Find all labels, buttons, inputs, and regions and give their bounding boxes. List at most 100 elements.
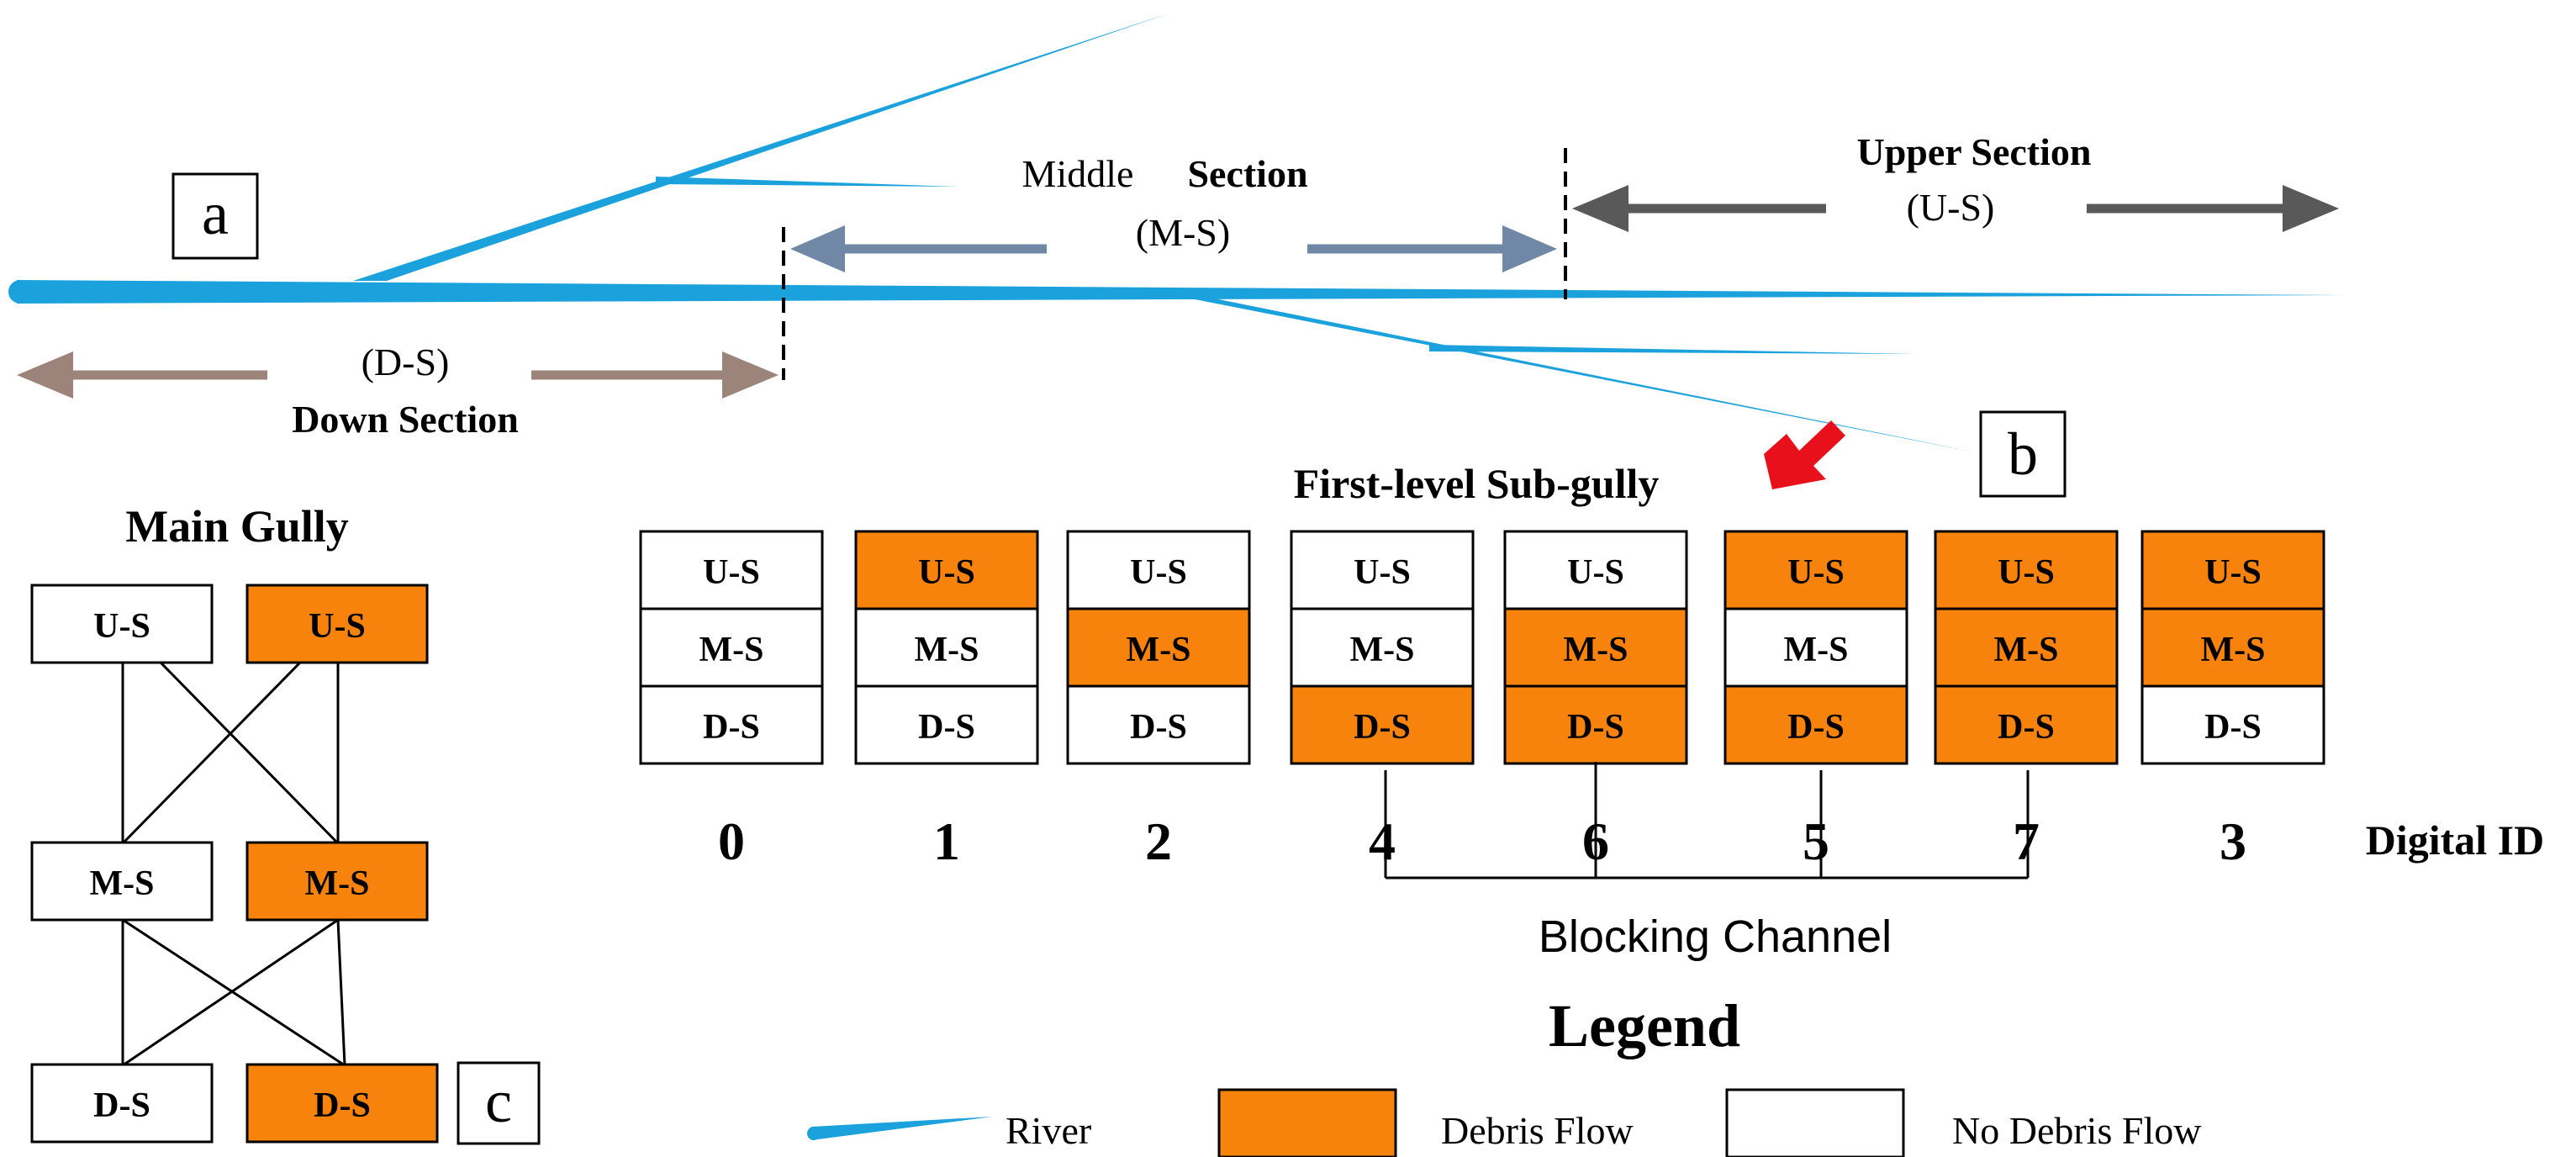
main-gully-cell-label: U-S xyxy=(309,607,366,646)
river-mouth xyxy=(8,280,32,304)
digital-id-value: 0 xyxy=(718,811,745,871)
blocking-channel-bracket xyxy=(1384,762,2030,880)
legend-debris-swatch xyxy=(1217,1088,1397,1157)
section-cell-d-s xyxy=(1934,684,2119,765)
section-cell-label: M-S xyxy=(1564,631,1628,669)
section-cell-label: U-S xyxy=(1787,553,1845,592)
main-gully-right-m-s: M-S xyxy=(245,841,429,922)
sub-gully-column-4: U-SM-SD-S xyxy=(1290,530,1475,765)
section-cell-label: M-S xyxy=(1127,631,1191,669)
middle-section-word2: Section xyxy=(1187,152,1307,195)
panel-c-box xyxy=(457,1061,541,1145)
section-cell-label: D-S xyxy=(2204,708,2262,747)
river-upper-tributary xyxy=(353,13,1169,281)
legend-none-swatch xyxy=(1725,1088,1905,1157)
digital-id-value: 3 xyxy=(2220,811,2246,871)
section-cell-u-s xyxy=(1934,530,2119,610)
section-cell-u-s xyxy=(639,530,824,610)
connector-ms-ds-right xyxy=(336,919,346,1066)
upper-arrow-left-head xyxy=(1572,185,1628,232)
panel-a-label: a xyxy=(202,180,229,247)
upper-arrow-right-head xyxy=(2283,185,2339,232)
digital-id-value: 1 xyxy=(933,811,960,871)
section-cell-u-s xyxy=(854,530,1039,610)
main-gully-left-u-s: U-S xyxy=(30,584,214,664)
section-cell-d-s xyxy=(854,684,1039,765)
section-cell-label: D-S xyxy=(918,708,975,747)
section-cell-m-s xyxy=(639,607,824,688)
main-gully-cell-label: M-S xyxy=(305,864,370,903)
river-lower-branch xyxy=(1429,345,1917,354)
digital-id-value: 5 xyxy=(1803,811,1829,871)
section-cell-label: U-S xyxy=(2204,553,2262,592)
section-cell-label: U-S xyxy=(918,553,975,592)
main-gully-left-d-s: D-S xyxy=(30,1063,214,1144)
down-section-label: Down Section xyxy=(292,398,519,441)
sub-gully-title: First-level Sub-gully xyxy=(1294,460,1660,507)
sub-gully-column-2: U-SM-SD-S xyxy=(1066,530,1251,765)
legend-river-label: River xyxy=(1006,1109,1091,1152)
section-cell-label: M-S xyxy=(699,631,764,669)
section-cell-d-s xyxy=(639,684,824,765)
section-cell-m-s xyxy=(1066,607,1251,688)
main-gully-title: Main Gully xyxy=(125,501,349,552)
section-cell-m-s xyxy=(854,607,1039,688)
panel-b-box xyxy=(1979,410,2067,498)
main-gully-boxes: U-SM-SD-SU-SM-SD-S xyxy=(30,584,439,1144)
section-cell-label: U-S xyxy=(1130,553,1187,592)
panel-a-box xyxy=(172,172,259,260)
legend-none-label: No Debris Flow xyxy=(1952,1109,2202,1152)
legend-river-swatch xyxy=(811,1117,992,1140)
digital-id-value: 6 xyxy=(1582,811,1609,871)
upper-section-label: Upper Section xyxy=(1857,130,2092,173)
section-cell-m-s xyxy=(1723,607,1908,688)
section-cell-m-s xyxy=(1290,607,1475,688)
middle-section-word1: Middle xyxy=(1022,152,1134,195)
section-cell-u-s xyxy=(1066,530,1251,610)
down-arrow-right-head xyxy=(722,351,779,399)
section-cell-d-s xyxy=(1290,684,1475,765)
middle-section-abbr: (M-S) xyxy=(1136,211,1230,254)
section-cell-label: M-S xyxy=(2201,631,2266,669)
section-cell-d-s xyxy=(2141,684,2325,765)
section-cell-u-s xyxy=(1723,530,1908,610)
middle-arrow-left-head xyxy=(790,225,845,272)
digital-id-label: Digital ID xyxy=(2366,816,2545,864)
main-gully-cell-label: D-S xyxy=(93,1086,150,1125)
main-gully-cell xyxy=(30,584,214,664)
section-cell-label: D-S xyxy=(703,708,760,747)
main-gully-connectors xyxy=(121,622,346,1067)
section-cell-label: U-S xyxy=(1354,553,1411,592)
sub-gully-column-1: U-S M-S D-S xyxy=(854,530,1039,765)
down-arrow-left-head xyxy=(17,351,73,399)
blocking-channel-label: Blocking Channel xyxy=(1539,911,1892,962)
connector-ms-ds-cross-a xyxy=(122,918,346,1067)
digital-id-value: 4 xyxy=(1369,811,1396,871)
panel-b-label: b xyxy=(2008,420,2038,488)
section-cell-m-s xyxy=(1503,607,1688,688)
pointer-arrow-icon xyxy=(1764,420,1845,489)
section-cell-label: D-S xyxy=(1567,708,1624,747)
section-cell-label: U-S xyxy=(703,553,760,592)
legend-debris-label: Debris Flow xyxy=(1441,1109,1634,1152)
section-cell-label: M-S xyxy=(1994,631,2059,669)
section-cell-label: U-S xyxy=(1567,553,1624,592)
main-gully-cell xyxy=(30,1063,214,1144)
sub-gully-column-6: U-S M-S D-S xyxy=(1503,530,1688,765)
river-upper-branch xyxy=(656,177,958,187)
sub-gully-columns: U-S M-S D-S U-S M-S D-S U-S M-S D-S U-S M-S D-S U-S M… xyxy=(639,530,2325,765)
panel-c-label: c xyxy=(485,1068,512,1135)
sub-gully-column-5: U-SM-SD-S xyxy=(1723,530,1908,765)
section-cell-label: D-S xyxy=(1998,708,2055,747)
sub-gully-column-3: U-S M-S D-S xyxy=(2141,530,2325,765)
sub-gully-column-0: U-S M-S D-S xyxy=(639,530,824,765)
section-cell-d-s xyxy=(1066,684,1251,765)
middle-arrow-right-head xyxy=(1502,225,1557,272)
connector-ms-ds-cross-b xyxy=(122,918,339,1067)
section-cell-label: M-S xyxy=(915,631,979,669)
main-gully-cell-label: U-S xyxy=(93,607,150,646)
legend-river-swatch-end xyxy=(807,1127,821,1140)
digital-id-value: 7 xyxy=(2013,811,2040,871)
